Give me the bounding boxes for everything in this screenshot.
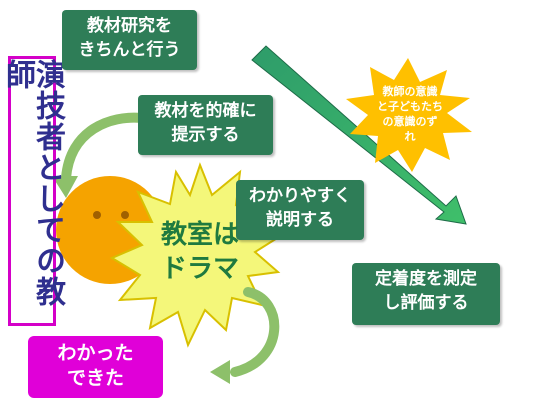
- explain-box: わかりやすく 説明する: [236, 180, 364, 240]
- burst-label: 教室は ドラマ: [150, 218, 250, 286]
- gap-star-line-2: と子どもたち: [377, 100, 443, 113]
- burst-line-1: 教室は: [160, 220, 239, 250]
- diagonal-arrow: [251, 45, 467, 225]
- actor-label: 演技者としての教師: [0, 59, 65, 307]
- actor-label-box: 演技者としての教師: [0, 56, 65, 326]
- gap-star-shape: [346, 58, 472, 172]
- curved-arrow-top: [52, 112, 147, 198]
- research-line-1: 教材研究を: [87, 16, 172, 36]
- present-line-1: 教材を的確に: [154, 101, 257, 121]
- gap-star-line-4: れ: [404, 130, 416, 143]
- measure-line-2: し評価する: [383, 293, 469, 313]
- measure-line-1: 定着度を測定: [375, 269, 477, 289]
- research-box: 教材研究を きちんと行う: [62, 10, 197, 70]
- curved-arrow-bottom: [210, 287, 280, 384]
- gap-star-label: 教師の意識 と子どもたち の意識のず れ: [368, 84, 452, 144]
- explain-line-1: わかりやすく: [249, 186, 351, 206]
- present-box: 教材を的確に 提示する: [138, 95, 273, 155]
- explain-line-2: 説明する: [266, 210, 334, 230]
- understood-line-1: わかった: [57, 342, 134, 364]
- present-line-2: 提示する: [171, 125, 240, 145]
- measure-box: 定着度を測定 し評価する: [352, 263, 500, 325]
- gap-star-line-1: 教師の意識: [382, 85, 438, 98]
- understood-line-2: できた: [66, 367, 124, 389]
- gap-star-line-3: の意識のず: [382, 115, 438, 128]
- burst-line-2: ドラマ: [160, 254, 239, 284]
- research-line-2: きちんと行う: [78, 40, 181, 60]
- understood-box: わかった できた: [28, 336, 163, 398]
